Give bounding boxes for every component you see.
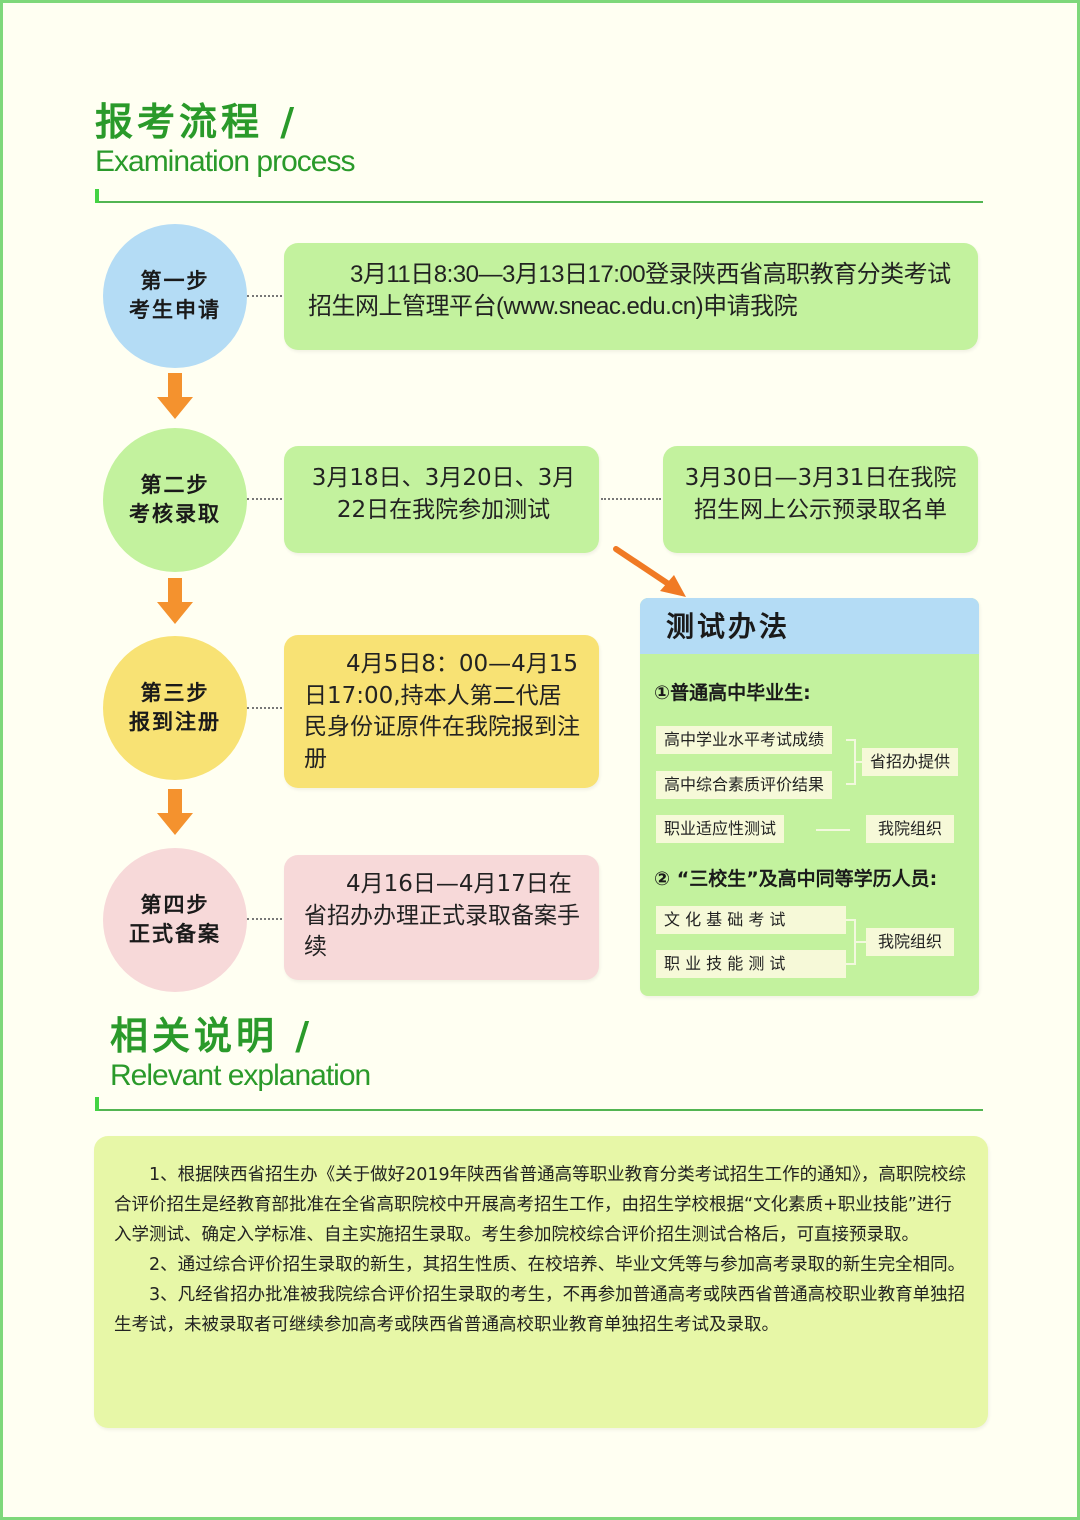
group-2-heading: ② “三校生”及高中同等学历人员: bbox=[654, 868, 938, 890]
step-2-name: 考核录取 bbox=[129, 502, 221, 526]
group-1-item-academic: 高中学业水平考试成绩 bbox=[656, 726, 833, 754]
process-title-en: Examination process bbox=[95, 145, 355, 178]
group-1-heading: ①普通高中毕业生: bbox=[654, 682, 811, 704]
group-2-item-skill: 职 业 技 能 测 试 bbox=[656, 950, 846, 978]
step-2-test-text: 3月18日、3月20日、3月22日在我院参加测试 bbox=[311, 465, 576, 523]
step-2-publicity-text: 3月30日—3月31日在我院招生网上公示预录取名单 bbox=[684, 465, 957, 523]
step-3-box: 4月5日8：00—4月15日17:00,持本人第二代居民身份证原件在我院报到注册 bbox=[284, 635, 599, 788]
connector-dots bbox=[601, 498, 661, 500]
process-section-header: 报考流程 / Examination process bbox=[95, 100, 355, 180]
note-paragraph-1: 1、根据陕西省招生办《关于做好2019年陕西省普通高等职业教育分类考试招生工作的… bbox=[114, 1165, 966, 1245]
step-3-number: 第三步 bbox=[140, 681, 210, 705]
step-2-circle: 第二步 考核录取 bbox=[103, 428, 247, 572]
group-2-item-culture: 文 化 基 础 考 试 bbox=[656, 906, 846, 934]
step-4-text: 4月16日—4月17日在省招办办理正式录取备案手续 bbox=[304, 871, 580, 960]
connector-dots bbox=[247, 498, 282, 500]
test-method-title: 测试办法 bbox=[640, 598, 979, 654]
bracket-line bbox=[846, 739, 856, 785]
test-method-panel: 测试办法 ①普通高中毕业生: 高中学业水平考试成绩 高中综合素质评价结果 省招办… bbox=[640, 598, 979, 996]
notes-title-en: Relevant explanation bbox=[110, 1059, 371, 1092]
arrow-down-icon bbox=[157, 578, 193, 624]
connector-dots bbox=[247, 707, 282, 709]
step-1-box: 3月11日8:30—3月13日17:00登录陕西省高职教育分类考试招生网上管理平… bbox=[284, 243, 978, 350]
divider-tick bbox=[95, 189, 99, 203]
step-4-name: 正式备案 bbox=[129, 922, 221, 946]
step-3-circle: 第三步 报到注册 bbox=[103, 636, 247, 780]
notes-box: 1、根据陕西省招生办《关于做好2019年陕西省普通高等职业教育分类考试招生工作的… bbox=[94, 1136, 988, 1428]
note-paragraph-3: 3、凡经省招办批准被我院综合评价招生录取的考生，不再参加普通高考或陕西省普通高校… bbox=[114, 1285, 966, 1335]
notes-title-cn: 相关说明 / bbox=[110, 1014, 314, 1058]
group-1-provider-a: 省招办提供 bbox=[862, 748, 959, 776]
step-1-number: 第一步 bbox=[140, 269, 210, 293]
divider-tick bbox=[95, 1097, 99, 1111]
bracket-line bbox=[856, 761, 866, 763]
arrow-line bbox=[816, 829, 850, 831]
step-4-box: 4月16日—4月17日在省招办办理正式录取备案手续 bbox=[284, 855, 599, 980]
step-2-box-publicity: 3月30日—3月31日在我院招生网上公示预录取名单 bbox=[663, 446, 978, 553]
connector-dots bbox=[247, 295, 282, 297]
notes-section-header: 相关说明 / Relevant explanation bbox=[110, 1014, 371, 1094]
arrow-down-icon bbox=[157, 789, 193, 835]
arrow-down-icon bbox=[157, 373, 193, 419]
process-title-cn: 报考流程 / bbox=[95, 100, 299, 144]
step-2-number: 第二步 bbox=[140, 473, 210, 497]
group-1-item-quality: 高中综合素质评价结果 bbox=[656, 771, 833, 799]
bracket-line bbox=[846, 919, 856, 965]
step-1-circle: 第一步 考生申请 bbox=[103, 224, 247, 368]
bracket-line bbox=[856, 941, 866, 943]
process-divider bbox=[95, 201, 983, 203]
step-2-box-test: 3月18日、3月20日、3月22日在我院参加测试 bbox=[284, 446, 599, 553]
step-1-text: 3月11日8:30—3月13日17:00登录陕西省高职教育分类考试招生网上管理平… bbox=[308, 261, 951, 320]
connector-dots bbox=[247, 918, 282, 920]
notes-divider bbox=[95, 1109, 983, 1111]
diagonal-arrow-icon bbox=[613, 546, 686, 597]
group-2-provider: 我院组织 bbox=[866, 928, 955, 956]
step-4-number: 第四步 bbox=[140, 893, 210, 917]
step-3-text: 4月5日8：00—4月15日17:00,持本人第二代居民身份证原件在我院报到注册 bbox=[304, 651, 580, 772]
step-4-circle: 第四步 正式备案 bbox=[103, 848, 247, 992]
group-1-item-aptitude: 职业适应性测试 bbox=[656, 815, 785, 843]
step-1-name: 考生申请 bbox=[129, 298, 221, 322]
note-paragraph-2: 2、通过综合评价招生录取的新生，其招生性质、在校培养、毕业文凭等与参加高考录取的… bbox=[149, 1255, 966, 1275]
step-3-name: 报到注册 bbox=[129, 710, 221, 734]
group-1-provider-b: 我院组织 bbox=[866, 815, 955, 843]
